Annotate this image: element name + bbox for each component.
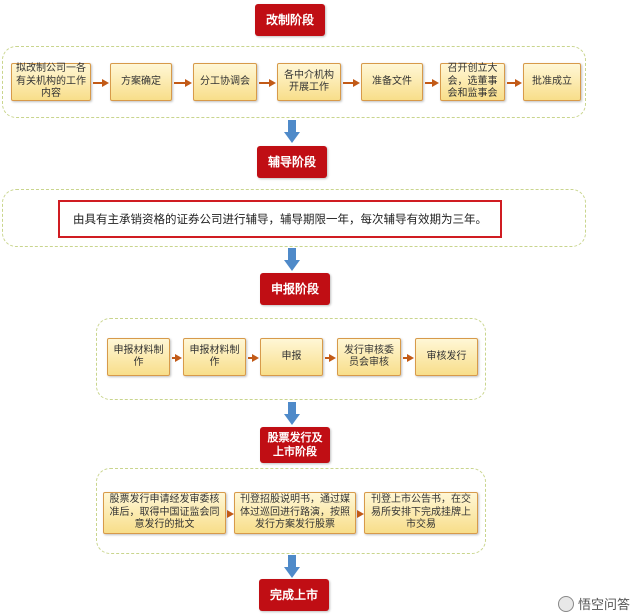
reform-step-3: 分工协调会 xyxy=(193,63,257,101)
reform-step-2: 方案确定 xyxy=(110,63,172,101)
reform-step-4: 各中介机构开展工作 xyxy=(277,63,341,101)
reform-arrow-1 xyxy=(93,79,109,87)
watermark-text: 悟空问答 xyxy=(577,598,630,613)
application-step-1: 申报材料制作 xyxy=(107,338,170,376)
reform-step-5: 准备文件 xyxy=(361,63,423,101)
reform-arrow-6 xyxy=(507,79,522,87)
reform-step-7: 批准成立 xyxy=(523,63,581,101)
watermark: 悟空问答 xyxy=(557,594,630,613)
application-step-4: 发行审核委员会审核 xyxy=(337,338,401,376)
issuance-arrow-1 xyxy=(227,510,234,518)
reform-arrow-5 xyxy=(425,79,439,87)
stage-issuance: 股票发行及上市阶段 xyxy=(260,427,330,463)
stage-complete: 完成上市 xyxy=(259,579,329,611)
reform-arrow-2 xyxy=(174,79,192,87)
application-arrow-4 xyxy=(403,354,414,362)
chat-bubble-icon xyxy=(557,595,574,612)
application-step-3: 申报 xyxy=(260,338,323,376)
application-arrow-3 xyxy=(325,354,336,362)
application-arrow-1 xyxy=(172,354,182,362)
application-step-5: 审核发行 xyxy=(415,338,478,376)
issuance-arrow-2 xyxy=(357,510,364,518)
down-arrow-icon xyxy=(284,120,300,144)
down-arrow-icon xyxy=(284,402,300,426)
reform-arrow-4 xyxy=(343,79,360,87)
issuance-step-1: 股票发行申请经发审委核准后，取得中国证监会同意发行的批文 xyxy=(103,492,226,534)
reform-arrow-3 xyxy=(259,79,276,87)
application-step-2: 申报材料制作 xyxy=(183,338,246,376)
reform-step-1: 拟改制公司一各有关机构的工作内容 xyxy=(11,63,91,101)
down-arrow-icon xyxy=(284,248,300,272)
tutoring-note: 由具有主承销资格的证券公司进行辅导，辅导期限一年，每次辅导有效期为三年。 xyxy=(58,200,502,238)
stage-reform: 改制阶段 xyxy=(255,4,325,36)
stage-application: 申报阶段 xyxy=(260,273,330,305)
issuance-step-2: 刊登招股说明书，通过媒体过巡回进行路演，按照发行方案发行股票 xyxy=(234,492,356,534)
reform-step-6: 召开创立大会，选董事会和监事会 xyxy=(440,63,505,101)
stage-tutoring: 辅导阶段 xyxy=(257,146,327,178)
down-arrow-icon xyxy=(284,555,300,579)
issuance-step-3: 刊登上市公告书，在交易所安排下完成挂牌上市交易 xyxy=(364,492,478,534)
application-arrow-2 xyxy=(248,354,259,362)
